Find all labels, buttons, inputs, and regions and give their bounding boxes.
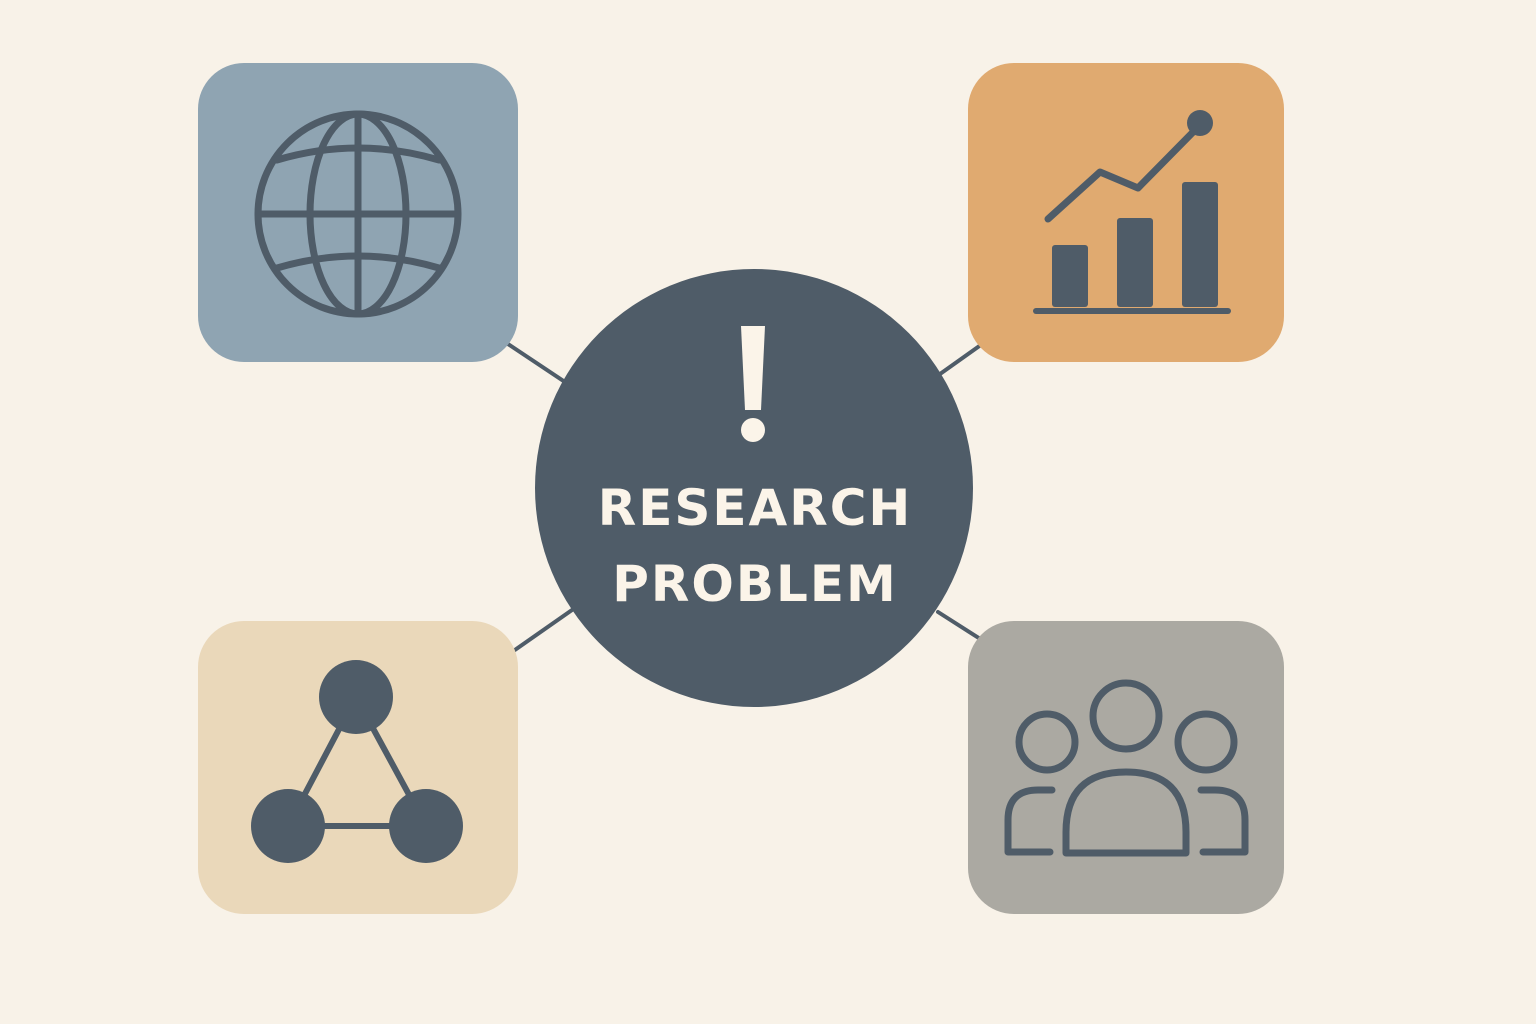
- connector-globe: [503, 340, 570, 386]
- tile-people[interactable]: [968, 621, 1284, 914]
- connectors: [503, 340, 987, 654]
- people-group-icon: [1004, 679, 1249, 857]
- tile-growth[interactable]: [968, 63, 1284, 362]
- bar-chart-trend-icon: [1033, 110, 1231, 314]
- tile-network[interactable]: [198, 621, 518, 914]
- connector-growth: [938, 340, 987, 376]
- trend-endpoint: [1187, 110, 1213, 136]
- center-title-line2: PROBLEM: [612, 555, 898, 613]
- center-circle: [535, 269, 973, 707]
- trend-line: [1044, 121, 1204, 223]
- bar-2: [1117, 218, 1153, 307]
- connector-network: [510, 608, 574, 654]
- exclamation-icon: [741, 326, 765, 442]
- connector-people: [936, 610, 987, 644]
- center-title: RESEARCH PROBLEM: [536, 470, 974, 622]
- center-title-line1: RESEARCH: [597, 479, 913, 537]
- bar-3: [1182, 182, 1218, 307]
- network-nodes-icon: [251, 660, 463, 863]
- tile-globe[interactable]: [198, 63, 518, 362]
- globe-icon: [254, 110, 462, 318]
- bar-1: [1052, 245, 1088, 307]
